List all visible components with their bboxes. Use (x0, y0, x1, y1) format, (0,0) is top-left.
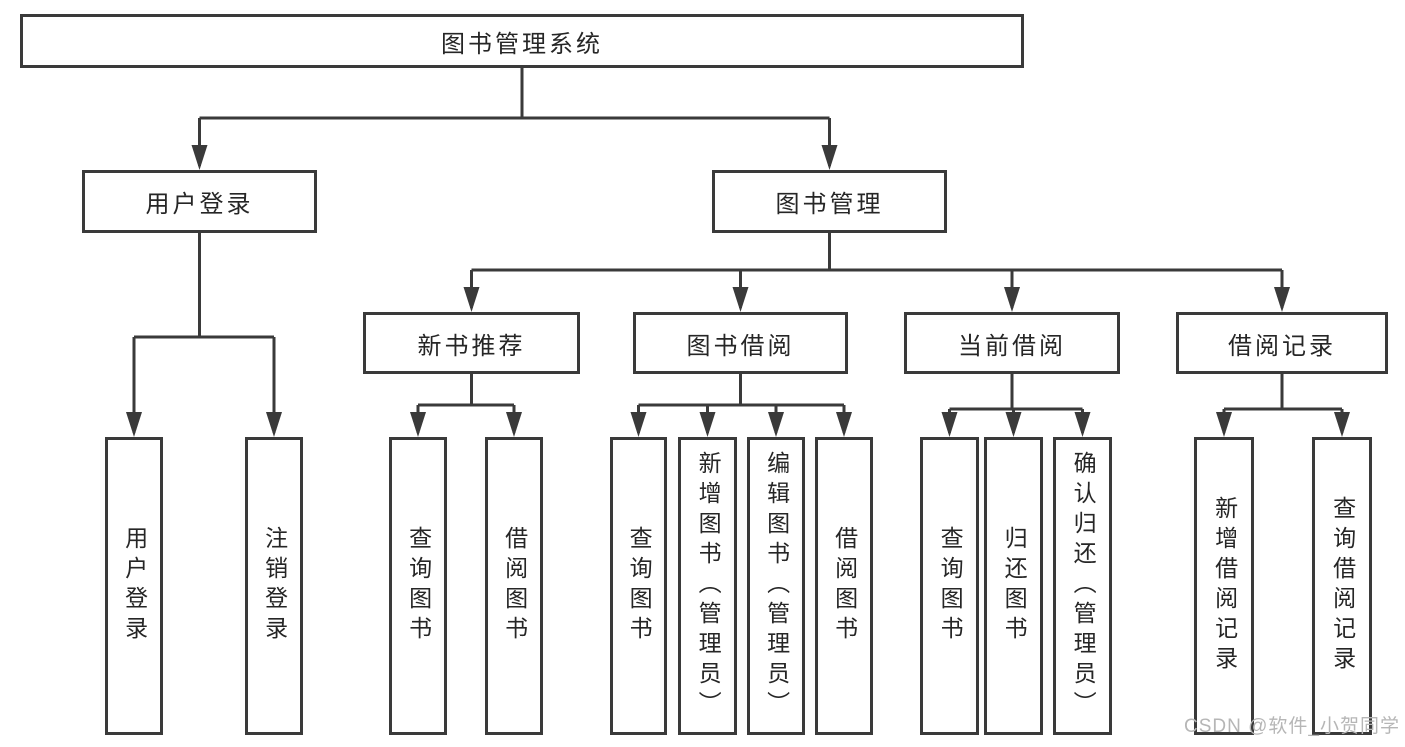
node-book-management-label: 图书管理 (775, 191, 884, 218)
leaf-return-books-label: 归还图书 (1001, 526, 1028, 646)
node-book-management: 图书管理 (712, 170, 947, 233)
leaf-query-borrow-record-label: 查询借阅记录 (1329, 496, 1356, 676)
leaf-user-login-label: 用户登录 (121, 526, 148, 646)
leaf-edit-books-admin-label: 编辑图书（管理员） (763, 451, 790, 721)
leaf-add-borrow-record: 新增借阅记录 (1194, 437, 1254, 735)
node-root: 图书管理系统 (20, 14, 1024, 68)
leaf-return-books: 归还图书 (984, 437, 1043, 735)
node-root-label: 图书管理系统 (441, 30, 603, 58)
connector-book-borrow-children (637, 374, 846, 433)
node-current-borrowing-label: 当前借阅 (958, 332, 1066, 360)
leaf-query-books-borrow-label: 查询图书 (626, 526, 653, 646)
leaf-borrow-books-recommend: 借阅图书 (485, 437, 543, 735)
leaf-query-books-borrow: 查询图书 (610, 437, 667, 735)
node-current-borrowing: 当前借阅 (904, 312, 1120, 374)
node-book-borrowing-label: 图书借阅 (686, 332, 795, 360)
leaf-query-books-current-label: 查询图书 (937, 526, 964, 646)
leaf-query-books-recommend-label: 查询图书 (405, 526, 432, 646)
node-borrowing-records-label: 借阅记录 (1228, 332, 1336, 360)
connector-borrow-record-children (1222, 374, 1344, 433)
leaf-logout-label: 注销登录 (261, 526, 288, 646)
leaf-logout: 注销登录 (245, 437, 303, 735)
connector-user-login-children (132, 233, 276, 433)
leaf-add-borrow-record-label: 新增借阅记录 (1211, 496, 1238, 676)
leaf-query-books-current: 查询图书 (920, 437, 979, 735)
connector-root-to-level2 (198, 68, 831, 166)
leaf-borrow-books: 借阅图书 (815, 437, 873, 735)
connector-book-mgmt-to-level3 (470, 233, 1284, 308)
leaf-query-borrow-record: 查询借阅记录 (1312, 437, 1372, 735)
node-user-login-label: 用户登录 (145, 191, 254, 218)
leaf-confirm-return-admin-label: 确认归还（管理员） (1070, 451, 1097, 721)
arrowheads (126, 145, 1350, 437)
leaf-confirm-return-admin: 确认归还（管理员） (1053, 437, 1112, 735)
leaf-add-books-admin: 新增图书（管理员） (678, 437, 737, 735)
connector-new-book-children (416, 374, 516, 433)
leaf-user-login: 用户登录 (105, 437, 163, 735)
leaf-edit-books-admin: 编辑图书（管理员） (747, 437, 805, 735)
csdn-watermark: CSDN @软件_小贺同学 (1184, 716, 1400, 737)
node-book-borrowing: 图书借阅 (633, 312, 848, 374)
leaf-query-books-recommend: 查询图书 (389, 437, 447, 735)
leaf-add-books-admin-label: 新增图书（管理员） (695, 451, 722, 721)
node-user-login: 用户登录 (82, 170, 317, 233)
node-new-book-recommend: 新书推荐 (363, 312, 580, 374)
node-new-book-recommend-label: 新书推荐 (417, 332, 526, 360)
node-borrowing-records: 借阅记录 (1176, 312, 1388, 374)
leaf-borrow-books-recommend-label: 借阅图书 (501, 526, 528, 646)
leaf-borrow-books-label: 借阅图书 (831, 526, 858, 646)
